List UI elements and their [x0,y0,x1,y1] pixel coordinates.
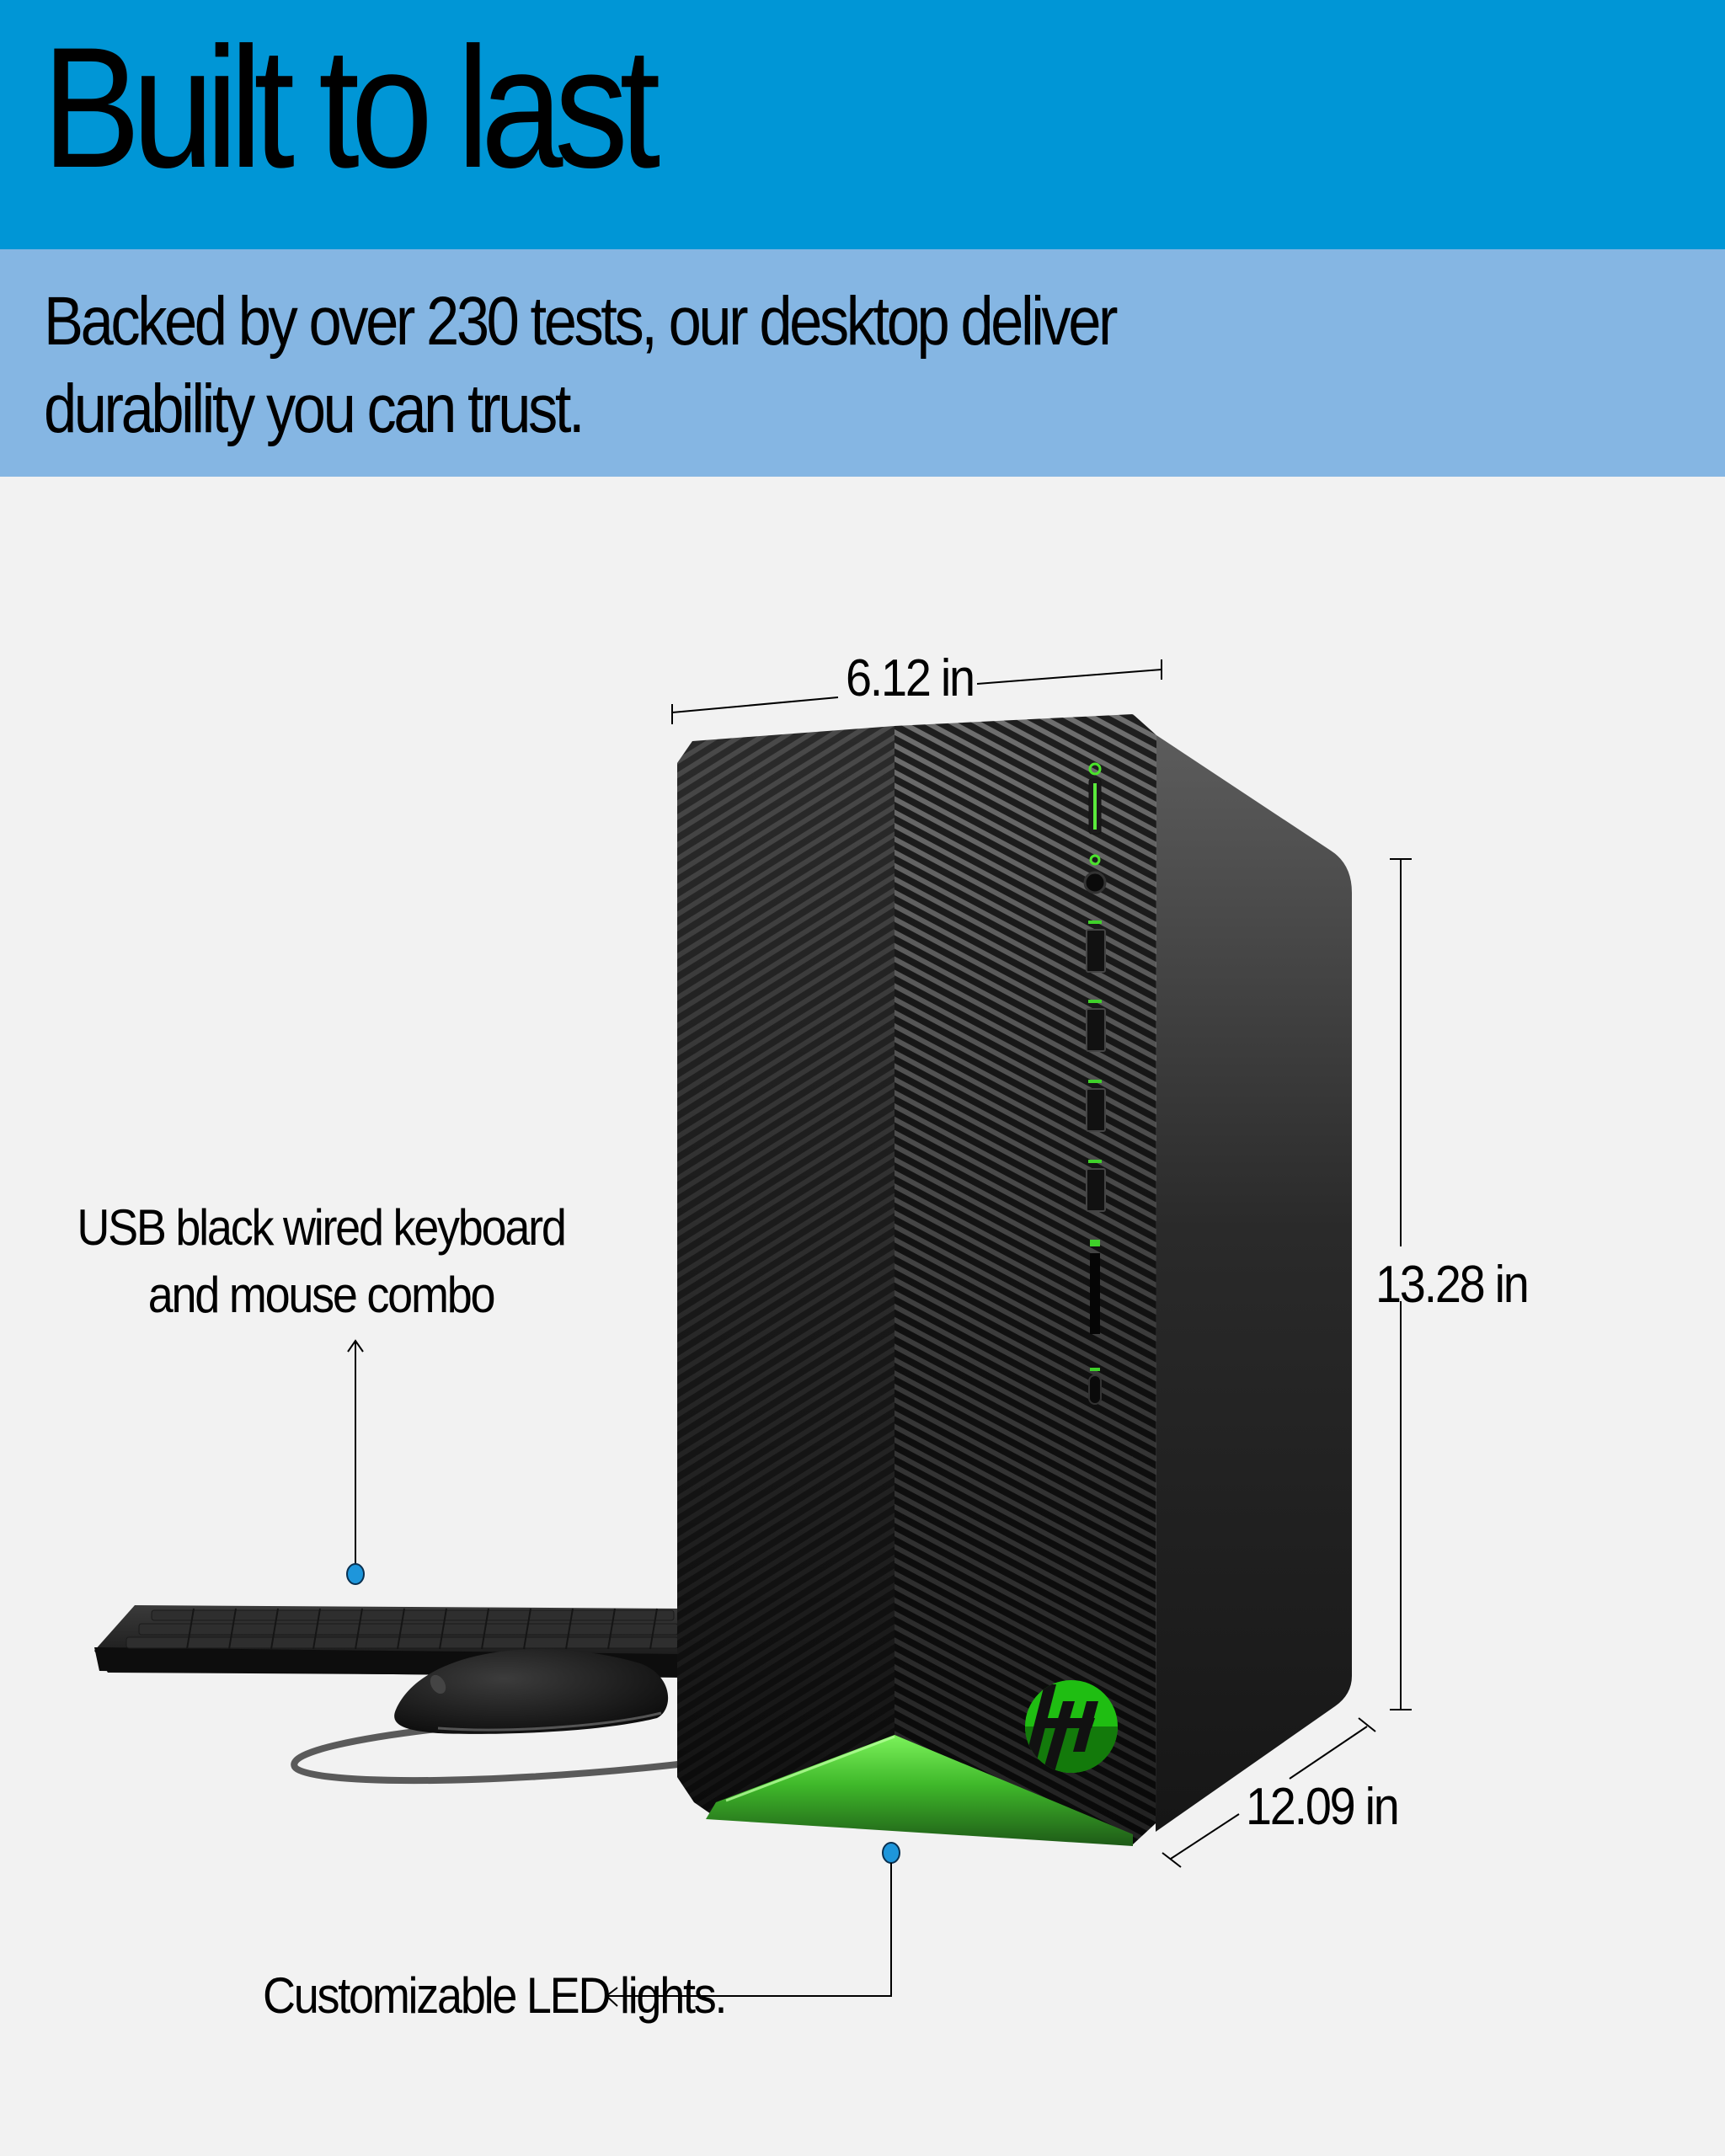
usb-a-port [1086,1088,1106,1132]
width-dimension-line [671,659,1162,724]
depth-dimension-line [1162,1717,1376,1868]
mouse-cable [291,1723,681,1785]
tower-side-panel [1156,735,1352,1832]
power-icon [1088,762,1102,776]
callout-dot [346,1563,365,1585]
keyboard-callout-leader [346,1339,365,1585]
led-light-strip [706,1735,1133,1846]
subtitle-line-1: Backed by over 230 tests, our desktop de… [44,283,1119,360]
usb-a-port [1086,1168,1106,1212]
hero-banner: Built to last [0,0,1725,249]
callout-dot [882,1842,900,1864]
subtitle-text: Backed by over 230 tests, our desktop de… [44,278,1119,453]
keyboard-callout: USB black wired keyboard and mouse combo [56,1194,586,1329]
page-title: Built to last [42,12,660,204]
sd-card-slot [1090,1253,1100,1334]
headphone-jack [1083,871,1107,894]
keyboard-callout-line-1: USB black wired keyboard [77,1199,567,1256]
keyboard-callout-line-2: and mouse combo [147,1267,496,1323]
height-dimension-line [1390,858,1412,1710]
led-callout: Customizable LED lights. [263,1967,728,2024]
depth-dimension-label: 12.09 in [1246,1778,1400,1836]
width-dimension-label: 6.12 in [846,649,975,707]
usb-c-port [1088,1374,1102,1405]
usb-a-port [1086,1008,1106,1052]
subtitle-line-2: durability you can trust. [44,371,585,447]
height-dimension-label: 13.28 in [1375,1256,1530,1314]
subtitle-banner [0,249,1725,477]
led-callout-leader [605,1842,900,2007]
headphone-icon [1089,854,1101,866]
mouse-image [394,1649,669,1734]
usb-a-port [1086,929,1106,973]
front-io-panel [1083,762,1107,1405]
